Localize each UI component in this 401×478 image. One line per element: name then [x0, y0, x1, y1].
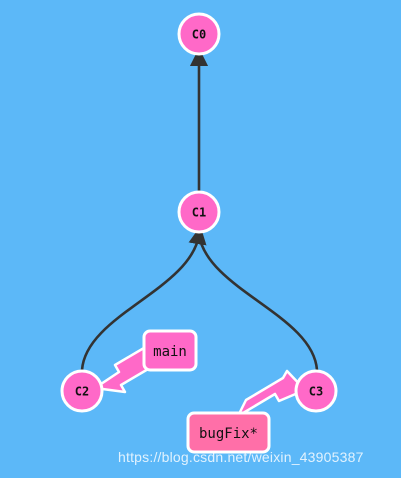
branch-label-main: main	[153, 344, 187, 360]
commit-label-c0: C0	[192, 28, 206, 42]
branch-tag-bugfix[interactable]: bugFix*	[186, 411, 271, 454]
commit-node-c3[interactable]: C3	[294, 369, 338, 413]
commit-node-c0[interactable]: C0	[177, 12, 221, 56]
branch-tag-main[interactable]: main	[142, 329, 198, 372]
commit-label-c3: C3	[309, 385, 323, 399]
edge-c3-c1	[197, 234, 319, 371]
bugfix-pointer-arrow	[236, 369, 307, 418]
commit-node-c2[interactable]: C2	[60, 369, 104, 413]
commit-label-c1: C1	[192, 206, 206, 220]
commit-label-c2: C2	[75, 385, 89, 399]
branch-label-bugfix: bugFix*	[199, 426, 258, 442]
edge-c2-c1	[80, 226, 207, 371]
commit-edges	[80, 47, 319, 371]
branch-pointer-arrows	[93, 343, 307, 418]
watermark-url: https://blog.csdn.net/weixin_43905387	[118, 449, 364, 465]
commit-node-c1[interactable]: C1	[177, 190, 221, 234]
